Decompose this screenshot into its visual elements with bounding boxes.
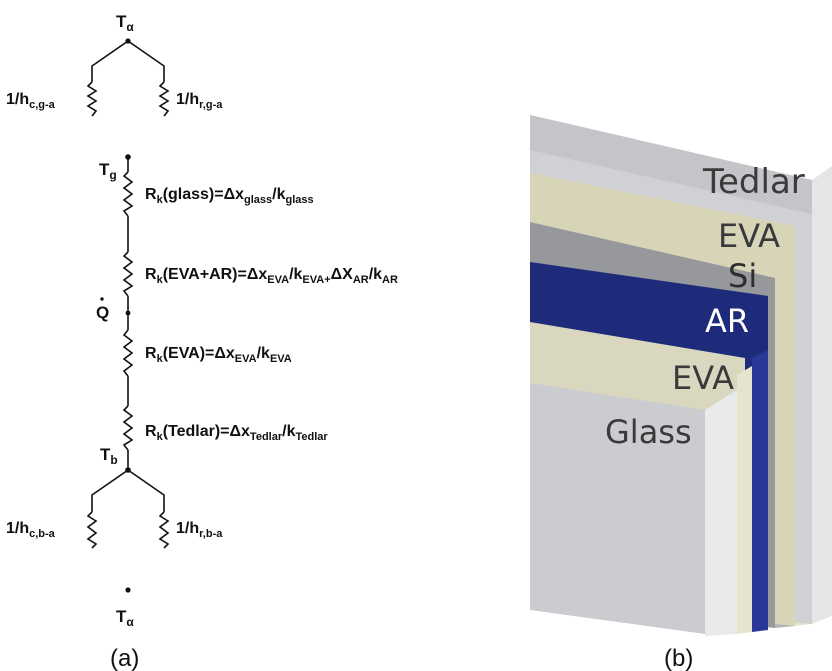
label-lower-right-resistor: 1/hr,b-a [176,520,223,540]
layer-tedlar-shade [530,115,812,214]
label-layer-ar: AR [705,302,749,340]
label-t-b: Tb [100,445,118,467]
label-r-tedlar: Rk(Tedlar)=ΔxTedlar/kTedlar [145,423,328,443]
node-q-dot [125,310,131,316]
pv-layer-stack [530,115,832,636]
label-layer-glass: Glass [605,413,692,451]
label-r-glass: Rk(glass)=Δxglass/kglass [145,186,314,206]
layer-glass [530,383,705,634]
eva-ar-resistor-zigzag [122,251,134,297]
layer-glass-edge [705,390,737,636]
node-b-dot [125,467,131,473]
lower-left-resistor-zigzag [86,511,98,549]
label-layer-si: Si [728,257,757,295]
label-upper-right-resistor: 1/hr,g-a [176,91,223,111]
upper-left-resistor-zigzag [86,81,98,117]
node-top-dot [125,38,131,44]
layer-ar-edge [752,350,768,632]
circuit-nodes [125,38,131,593]
node-g-dot [125,154,131,160]
label-layer-eva-top: EVA [718,217,780,255]
node-bottom-dot [125,587,131,593]
glass-resistor-zigzag [122,171,134,217]
label-layer-eva-bottom: EVA [672,359,734,397]
eva-resistor-zigzag [122,329,134,377]
upper-right-resistor-zigzag [158,81,170,117]
lower-loop-right-wire [127,469,165,512]
label-layer-tedlar: Tedlar [702,162,805,202]
upper-loop-right-wire [127,40,165,82]
label-t-top: Tα [116,12,134,34]
caption-b: (b) [664,645,693,671]
side-face-tedlar [812,166,832,624]
label-heat-flow: Q [96,303,109,322]
label-lower-left-resistor: 1/hc,b-a [6,520,56,540]
label-upper-left-resistor: 1/hc,g-a [6,91,56,111]
heat-flow-dot-accent [100,297,104,301]
tedlar-resistor-zigzag [122,405,134,451]
layer-labels: Tedlar EVA Si AR EVA Glass [605,162,805,451]
upper-loop-left-wire [91,40,129,82]
caption-a: (a) [110,645,139,671]
label-r-eva-ar: Rk(EVA+AR)=ΔxEVA/kEVA+ΔXAR/kAR [145,266,398,286]
layer-eva-bottom-edge [737,366,752,634]
lower-right-resistor-zigzag [158,511,170,549]
label-t-g: Tg [99,160,117,182]
lower-loop-left-wire [91,469,129,512]
label-t-bottom: Tα [116,607,134,629]
label-r-eva: Rk(EVA)=ΔxEVA/kEVA [145,345,292,365]
